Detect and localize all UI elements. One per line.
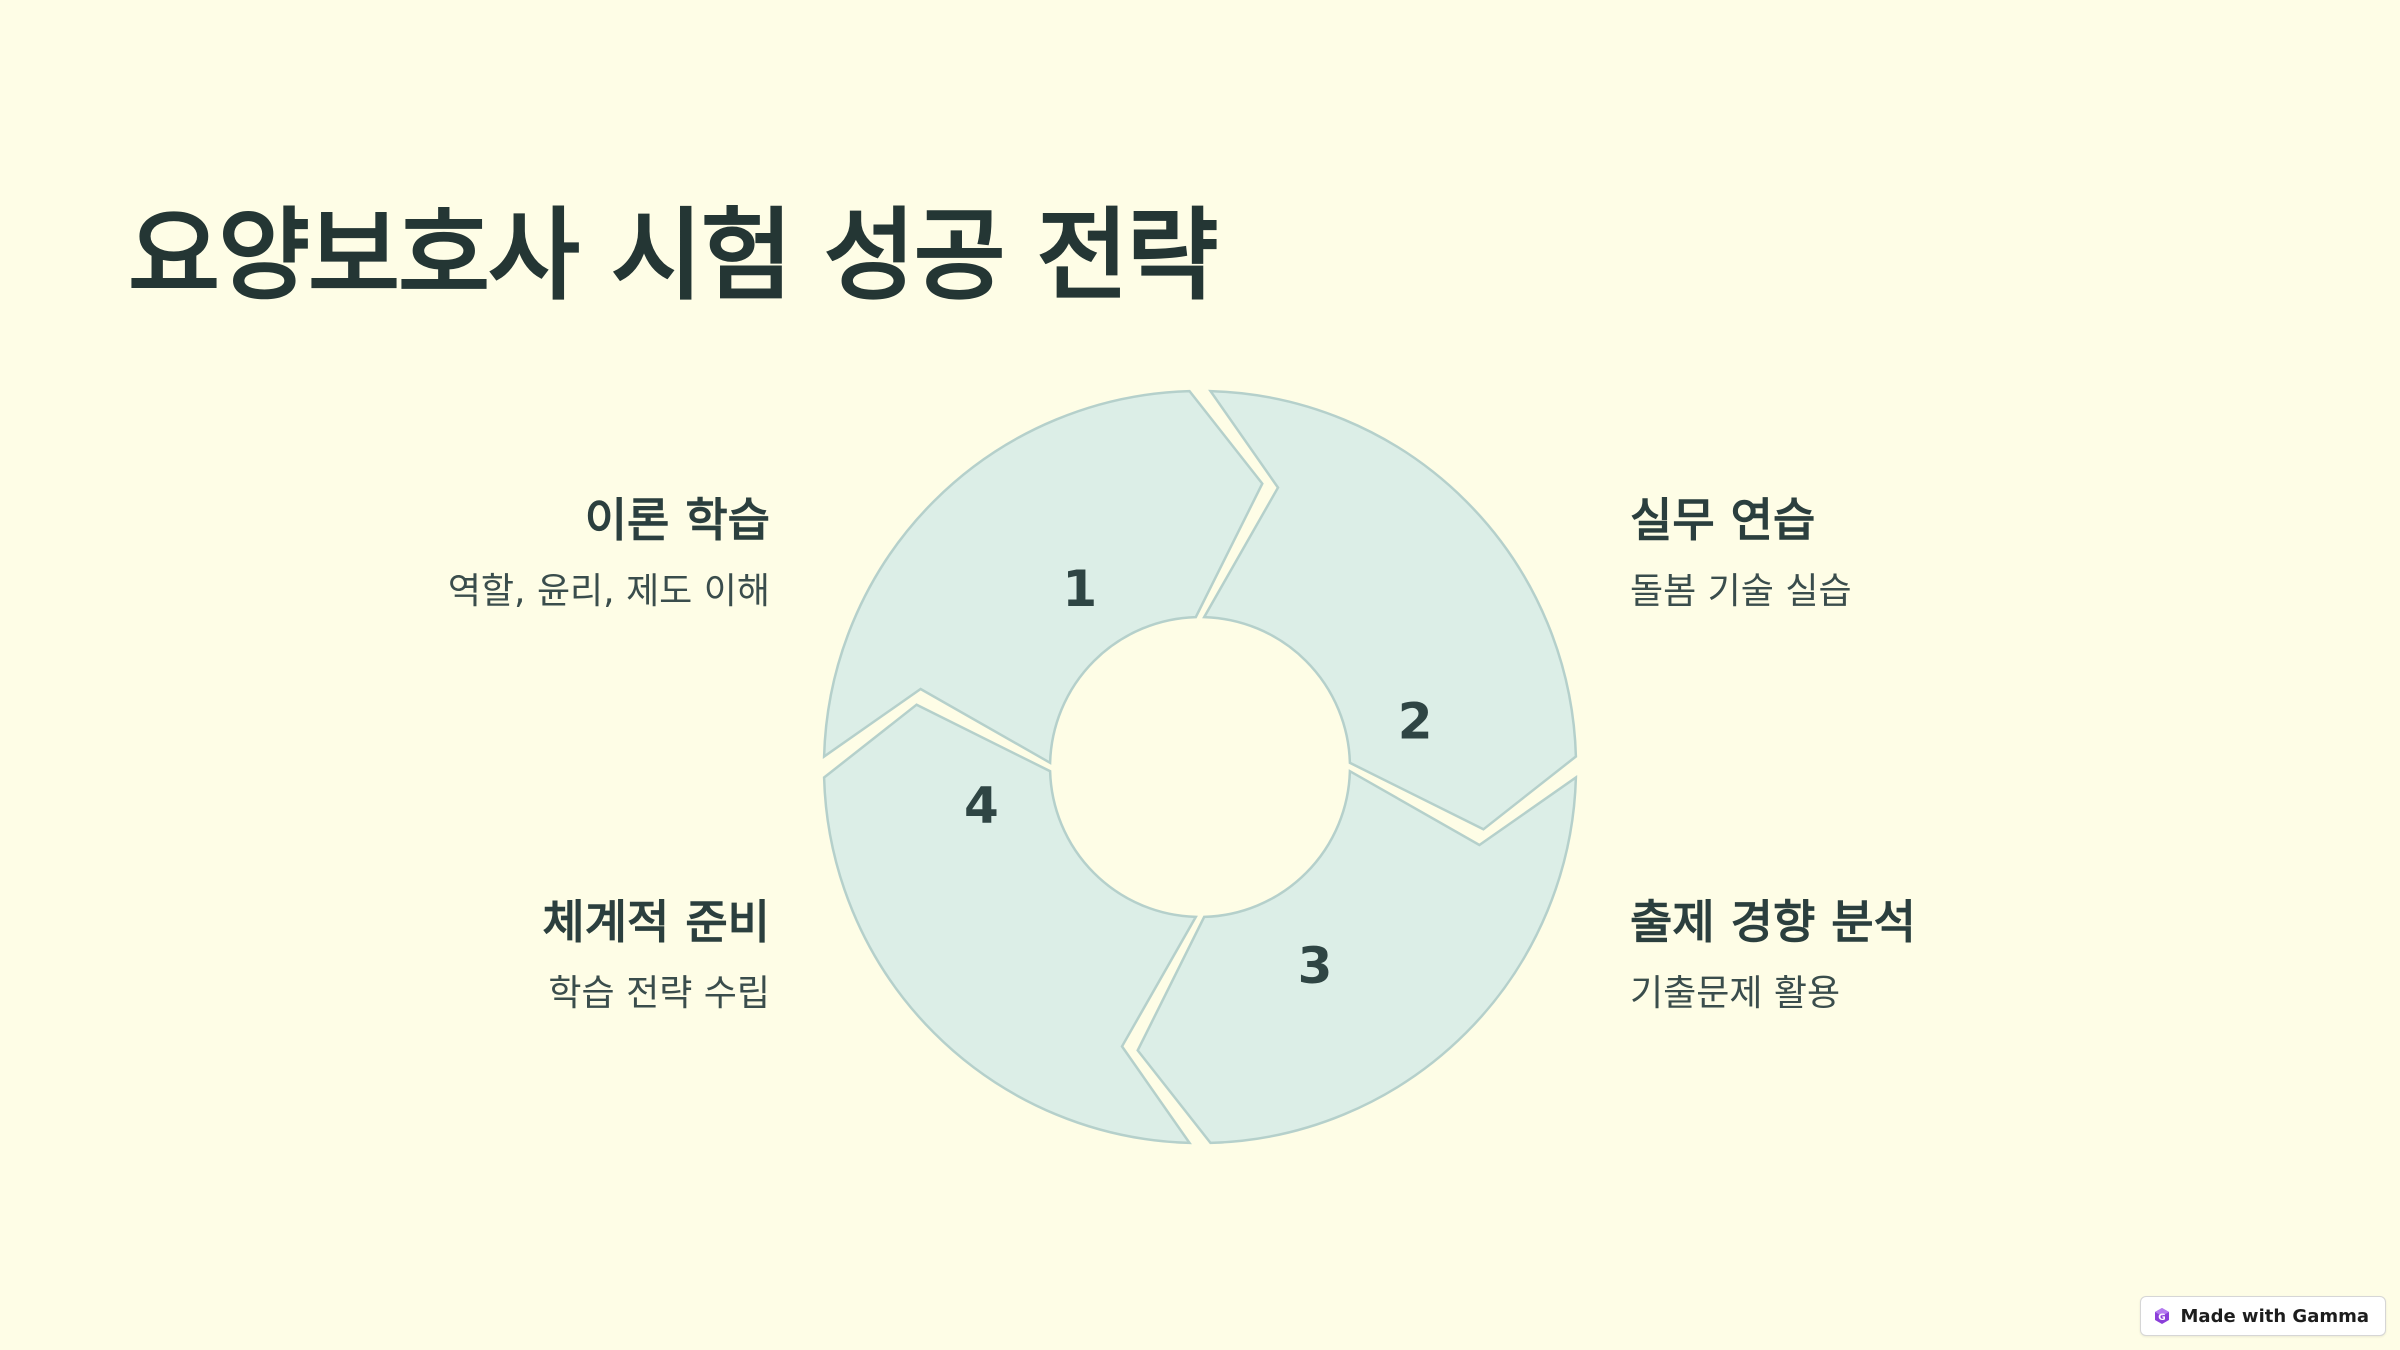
step-2-number: 2 (1398, 692, 1433, 750)
cycle-segment-4 (822, 389, 1264, 765)
step-2-title: 실무 연습 (1630, 493, 1816, 547)
badge-label: Made with Gamma (2180, 1305, 2369, 1327)
step-4-title: 체계적 준비 (542, 895, 770, 949)
step-4-number: 4 (964, 777, 999, 835)
step-3-description: 기출문제 활용 (1630, 973, 1841, 1014)
step-2: 실무 연습 돌봄 기술 실습 (1630, 490, 2150, 616)
step-4-description: 학습 전략 수립 (548, 973, 770, 1014)
made-with-gamma-badge[interactable]: G Made with Gamma (2139, 1296, 2386, 1336)
cycle-segment-2 (1136, 769, 1578, 1145)
step-1-number: 1 (1062, 560, 1097, 618)
step-4: 체계적 준비 학습 전략 수립 (250, 892, 770, 1018)
gamma-logo-icon: G (2154, 1308, 2169, 1324)
page-title: 요양보호사 시험 성공 전략 (128, 197, 1218, 314)
step-3-title: 출제 경향 분석 (1630, 895, 1916, 949)
step-3: 출제 경향 분석 기출문제 활용 (1630, 892, 2150, 1018)
step-1-description: 역할, 윤리, 제도 이해 (447, 571, 770, 612)
cycle-segment-3 (822, 703, 1198, 1145)
svg-text:G: G (2158, 1313, 2165, 1323)
step-1: 이론 학습 역할, 윤리, 제도 이해 (250, 490, 770, 616)
step-3-number: 3 (1298, 937, 1333, 995)
step-2-description: 돌봄 기술 실습 (1630, 571, 1852, 612)
cycle-segment-1 (1202, 389, 1578, 831)
step-1-title: 이론 학습 (584, 493, 770, 547)
